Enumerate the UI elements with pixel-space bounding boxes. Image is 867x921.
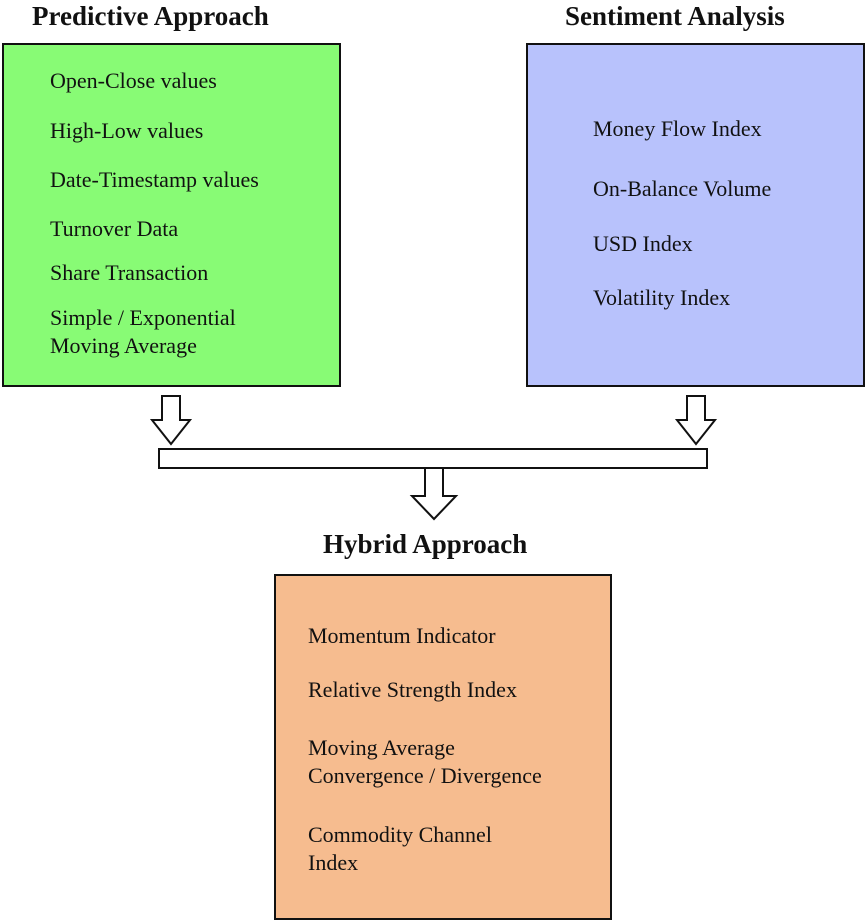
hybrid-approach-box: Momentum Indicator Relative Strength Ind…	[274, 574, 612, 920]
hybrid-item-1: Momentum Indicator	[308, 622, 496, 650]
hybrid-item-2: Relative Strength Index	[308, 676, 517, 704]
sentiment-item-2-line-1: On-Balance Volume	[593, 176, 772, 201]
predictive-item-5: Share Transaction	[50, 259, 208, 287]
hybrid-item-3: Moving Average Convergence / Divergence	[308, 734, 542, 790]
sentiment-item-4-line-1: Volatility Index	[593, 285, 731, 310]
hybrid-item-4-line-1: Commodity Channel	[308, 822, 492, 847]
predictive-item-6-line-1: Simple / Exponential	[50, 305, 236, 330]
merge-bar	[158, 448, 708, 469]
predictive-item-3-line-1: Date-Timestamp values	[50, 167, 259, 192]
hybrid-item-1-line-1: Momentum Indicator	[308, 623, 496, 648]
predictive-item-1: Open-Close values	[50, 67, 217, 95]
predictive-item-2: High-Low values	[50, 117, 203, 145]
hybrid-approach-title: Hybrid Approach	[323, 529, 528, 559]
sentiment-item-1-line-1: Money Flow Index	[593, 116, 762, 141]
hybrid-item-3-line-1: Moving Average	[308, 735, 455, 760]
predictive-item-6: Simple / Exponential Moving Average	[50, 304, 236, 360]
arrow-from-sentiment	[674, 395, 718, 446]
predictive-item-2-line-1: High-Low values	[50, 118, 204, 143]
predictive-approach-title: Predictive Approach	[32, 1, 269, 31]
hybrid-item-4-line-2: Index	[308, 850, 359, 875]
sentiment-analysis-box: Money Flow Index On-Balance Volume USD I…	[526, 43, 865, 387]
predictive-approach-box: Open-Close values High-Low values Date-T…	[2, 43, 341, 387]
sentiment-item-3-line-1: USD Index	[593, 231, 693, 256]
predictive-item-6-line-2: Moving Average	[50, 333, 197, 358]
hybrid-item-4: Commodity Channel Index	[308, 821, 492, 877]
predictive-item-4: Turnover Data	[50, 215, 178, 243]
predictive-item-5-line-1: Share Transaction	[50, 260, 209, 285]
sentiment-analysis-title: Sentiment Analysis	[565, 1, 785, 31]
predictive-item-4-line-1: Turnover Data	[50, 216, 179, 241]
sentiment-item-3: USD Index	[593, 230, 693, 258]
arrow-from-predictive	[149, 395, 193, 446]
hybrid-item-3-line-2: Convergence / Divergence	[308, 763, 542, 788]
predictive-item-1-line-1: Open-Close values	[50, 68, 217, 93]
arrow-to-hybrid	[409, 467, 459, 521]
sentiment-item-1: Money Flow Index	[593, 115, 762, 143]
hybrid-item-2-line-1: Relative Strength Index	[308, 677, 517, 702]
predictive-item-3: Date-Timestamp values	[50, 166, 259, 194]
sentiment-item-4: Volatility Index	[593, 284, 730, 312]
sentiment-item-2: On-Balance Volume	[593, 175, 771, 203]
